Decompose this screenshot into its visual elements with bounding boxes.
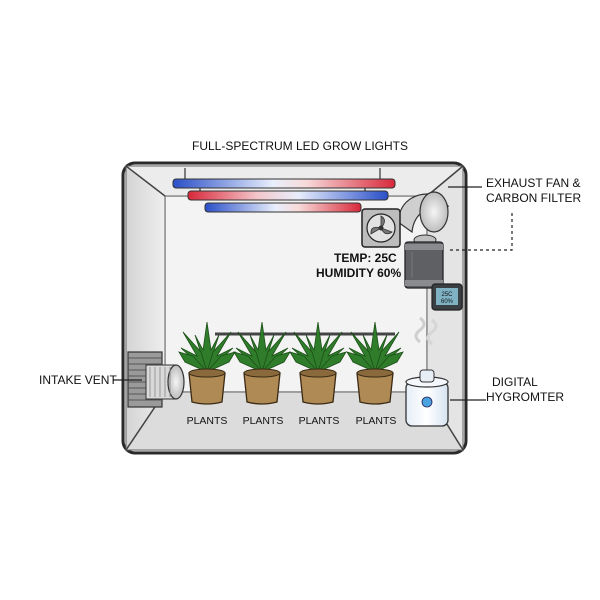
hygrometer-label-line-2: HYGROMTER — [486, 390, 564, 404]
exhaust-fan-assembly — [361, 191, 450, 289]
plant-label: PLANTS — [187, 415, 228, 427]
led-grow-lights — [172, 168, 396, 213]
plant-3 — [289, 321, 347, 405]
monitor-line-1: 25C — [441, 292, 453, 298]
led-bar-3 — [204, 202, 362, 213]
led-bar-2 — [187, 190, 389, 201]
intake-label: INTAKE VENT — [39, 373, 117, 387]
filter-leader — [450, 210, 513, 251]
plant-4 — [346, 321, 404, 405]
plant-2 — [233, 321, 291, 405]
exhaust-label-line-1: EXHAUST FAN & — [486, 176, 580, 190]
leader-lines — [113, 186, 513, 401]
hygrometer-label-line-1: DIGITAL — [492, 375, 538, 389]
digital-monitor: 25C 60% — [431, 283, 463, 311]
plant-label: PLANTS — [356, 415, 397, 427]
plants-row — [178, 321, 404, 405]
plant-label: PLANTS — [243, 415, 284, 427]
led-bar-1 — [172, 178, 396, 189]
temp-readout: TEMP: 25C — [334, 251, 397, 265]
hygrometer-unit — [405, 316, 449, 427]
plant-1 — [178, 321, 236, 405]
monitor-line-2: 60% — [441, 299, 454, 305]
exhaust-label-line-2: CARBON FILTER — [486, 191, 581, 205]
fan-icon — [361, 208, 401, 248]
carbon-filter — [404, 241, 444, 289]
plant-label: PLANTS — [299, 415, 340, 427]
humidity-readout: HUMIDITY 60% — [316, 266, 401, 280]
lights-label: FULL-SPECTRUM LED GROW LIGHTS — [192, 139, 408, 153]
